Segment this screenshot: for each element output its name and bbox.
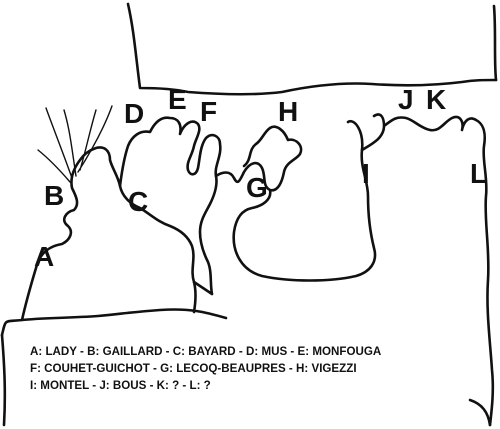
marker-c: C <box>128 186 149 217</box>
outline-upper-wall <box>492 4 498 82</box>
marker-j: J <box>398 84 414 115</box>
marker-k: K <box>426 84 447 115</box>
outline-chamber-gh <box>214 119 377 282</box>
shaft-lines <box>37 105 113 183</box>
legend-line-2: F: COUHET-GUICHOT - G: LECOQ-BEAUPRES - … <box>30 362 357 375</box>
marker-e: E <box>168 84 187 115</box>
legend: A: LADY - B: GAILLARD - C: BAYARD - D: M… <box>30 343 490 394</box>
legend-line-1: A: LADY - B: GAILLARD - C: BAYARD - D: M… <box>30 345 382 358</box>
outline-ceiling <box>126 2 498 96</box>
marker-b: B <box>44 180 65 211</box>
outline-lobes-cdef <box>118 116 222 296</box>
marker-f: F <box>200 96 218 127</box>
marker-h: H <box>278 96 299 127</box>
outline-main-wall <box>0 146 228 337</box>
marker-i: I <box>362 158 370 189</box>
legend-line-3: I: MONTEL - J: BOUS - K: ? - L: ? <box>30 379 211 392</box>
marker-a: A <box>34 241 55 272</box>
marker-g: G <box>246 172 268 203</box>
marker-d: D <box>124 98 145 129</box>
marker-l: L <box>470 158 488 189</box>
outline-chamber-ijkl <box>360 113 495 427</box>
outline-lower-right <box>0 333 492 427</box>
